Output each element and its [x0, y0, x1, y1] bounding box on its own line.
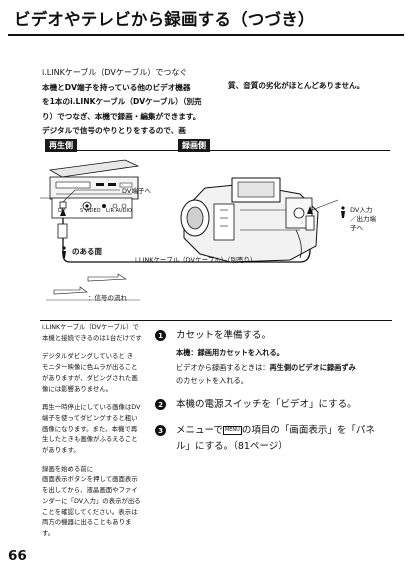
vcr-back-panel [51, 197, 133, 219]
step-3-number: 3 [155, 425, 166, 436]
playback-side-tag: 再生側 [45, 139, 77, 152]
signal-flow-legend: ：信号の流れ [88, 294, 127, 302]
section-divider [40, 320, 392, 321]
port-label-audio: L/R AUDIO [106, 208, 132, 214]
title-divider [8, 34, 404, 36]
page-number: 66 [8, 548, 27, 564]
diagram-top-rule [45, 150, 390, 151]
step-2-number: 2 [155, 399, 166, 410]
step-2-text: 本機の電源スイッチを「ビデオ」にする。 [176, 399, 357, 410]
port-label-svideo: S VIDEO [80, 208, 101, 214]
intro-lead: i.LINKケーブル（DVケーブル）でつなぐ [42, 68, 188, 77]
intro-continuation: 質、音質の劣化がほとんどありません。 [228, 81, 365, 90]
dv-port-label: DV端子へ [122, 187, 151, 195]
step-1-number: 1 [155, 330, 166, 341]
menu-button-icon: MENU [222, 426, 242, 435]
step-1-sub-2: ビデオから録画するときは：再生側のビデオに録画ずみ [176, 363, 356, 372]
step-1-sub-1: 本機：録画用カセットを入れる。 [176, 348, 284, 357]
vcr-illustration [48, 159, 140, 200]
intro-text: i.LINKケーブル（DVケーブル）でつなぐ 本機とDV端子を持っている他のビデ… [42, 66, 230, 139]
record-side-tag: 録画側 [178, 139, 210, 152]
port-label-dv: DV [58, 208, 66, 214]
step-1-sub-3: のカセットを入れる。 [176, 376, 248, 385]
step-3-text-line2: ル」にする。（81ページ） [176, 441, 288, 452]
note-heading-dubbing: デジタルダビングしていると き [42, 352, 134, 361]
side-with-ilink-label: のある面 [72, 247, 102, 256]
page-title: ビデオやテレビから録画する（つづき） [14, 10, 315, 29]
connection-diagram [40, 159, 345, 301]
intro-line: り）でつなぎ、本機で録画・編集ができます。 [42, 111, 201, 121]
note-one-device: i.LINKケーブル（DVケーブル）で本機と接続できるのは1台だけです [42, 323, 142, 342]
note-display-check: 画面表示ボタンを押して画面表示を出してから、液晶画面やファインダーに「DV入力」… [42, 475, 141, 537]
intro-line: を1本のi.LINKケーブル（DVケーブル）（別売 [42, 97, 202, 106]
signal-flow-arrow [53, 286, 88, 295]
dv-inout-label: DV入力 ／出力端 子へ [350, 206, 376, 232]
note-heading-before-recording: 録画を始める前に [42, 464, 94, 473]
cable-label: i.LINKケーブル（DVケーブル）（別売り） [135, 256, 257, 264]
note-color-unevenness: モニター映像に色ムラが出ることがありますが、ダビングされた画像には影響ありません… [42, 363, 138, 393]
camcorder-illustration [180, 177, 319, 263]
side-notes: i.LINKケーブル（DVケーブル）で本機と接続できるのは1台だけです デジタル… [42, 322, 142, 547]
intro-line: 本機とDV端子を持っている他のビデオ機器 [42, 82, 191, 92]
note-pause-dubbing: 再生一時停止にしている画像はDV端子を使ってダビングすると粗い画像になります。ま… [42, 403, 141, 455]
intro-line: デジタルで信号のやりとりをするので、画 [42, 126, 186, 135]
step-1-text: カセットを準備する。 [176, 330, 272, 341]
